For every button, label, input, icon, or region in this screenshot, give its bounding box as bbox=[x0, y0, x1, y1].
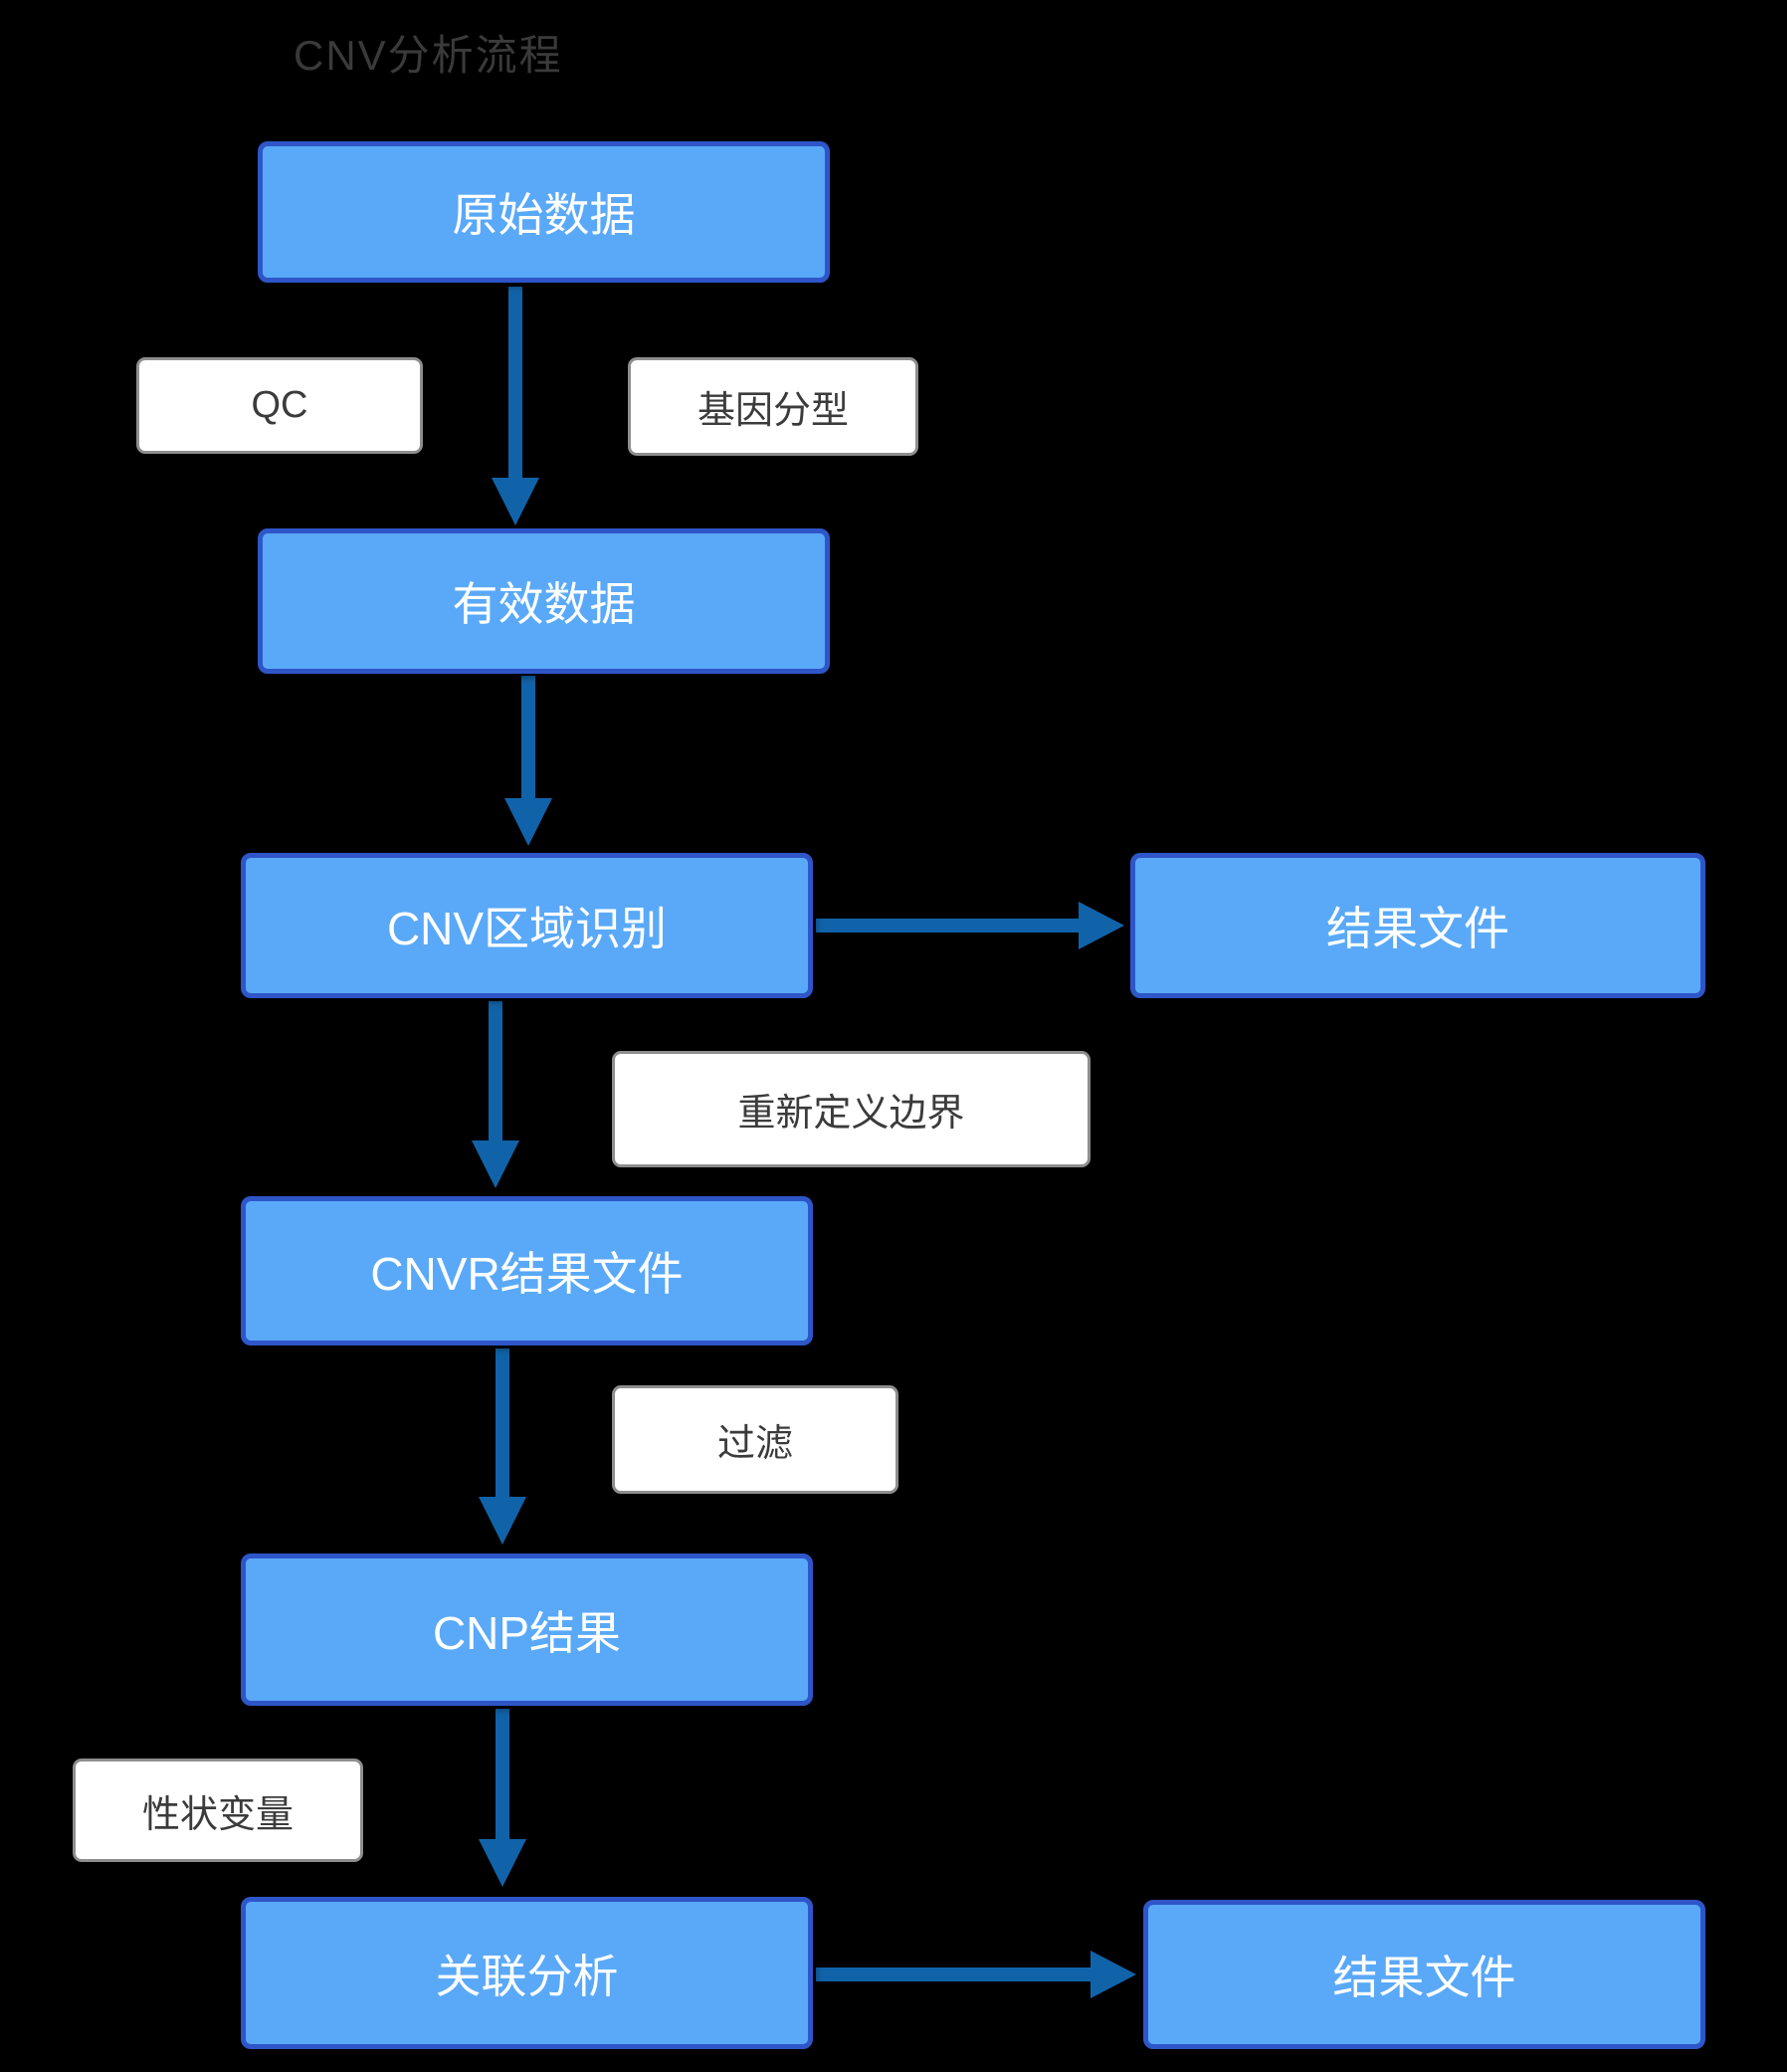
arrow-cnv-region-to-cnvr bbox=[472, 1001, 519, 1188]
edge-label-text: 重新定义边界 bbox=[737, 1093, 965, 1135]
arrow-cnp-to-association bbox=[479, 1709, 526, 1887]
edge-label-text: 性状变量 bbox=[141, 1793, 294, 1836]
node-valid-data: 有效数据 bbox=[258, 528, 830, 674]
node-association-analysis: 关联分析 bbox=[241, 1897, 813, 2049]
node-label: CNV区域识别 bbox=[386, 903, 668, 954]
diagram-title: CNV分析流程 bbox=[294, 32, 563, 79]
node-label: CNP结果 bbox=[432, 1606, 622, 1659]
node-result-file-bottom: 结果文件 bbox=[1143, 1900, 1705, 2049]
arrow-raw-to-valid bbox=[492, 287, 539, 525]
node-label: 原始数据 bbox=[452, 189, 636, 241]
node-label: 有效数据 bbox=[452, 578, 636, 630]
node-raw-data: 原始数据 bbox=[258, 141, 830, 283]
arrow-valid-to-cnv-region bbox=[504, 676, 552, 846]
node-label: 结果文件 bbox=[1332, 1952, 1516, 2003]
edge-label-genotyping: 基因分型 bbox=[628, 357, 918, 456]
node-label: 关联分析 bbox=[435, 1950, 619, 2002]
arrow-association-to-result-file bbox=[816, 1951, 1136, 1998]
edge-label-trait-variable: 性状变量 bbox=[73, 1759, 363, 1862]
node-result-file-top: 结果文件 bbox=[1130, 853, 1705, 998]
edge-label-filter: 过滤 bbox=[612, 1385, 898, 1494]
edge-label-qc: QC bbox=[136, 357, 423, 454]
node-cnv-region-identification: CNV区域识别 bbox=[241, 853, 813, 998]
edge-label-text: 基因分型 bbox=[696, 390, 849, 432]
node-label: 结果文件 bbox=[1326, 903, 1509, 954]
node-label: CNVR结果文件 bbox=[370, 1248, 684, 1300]
edge-label-text: QC bbox=[251, 384, 308, 426]
arrow-cnv-region-to-result-file bbox=[816, 902, 1124, 949]
edge-label-text: 过滤 bbox=[716, 1423, 793, 1465]
edge-label-redefine-boundary: 重新定义边界 bbox=[612, 1051, 1091, 1167]
arrow-cnvr-to-cnp bbox=[479, 1348, 526, 1545]
node-cnvr-result-file: CNVR结果文件 bbox=[241, 1196, 813, 1346]
node-cnp-result: CNP结果 bbox=[241, 1554, 813, 1706]
